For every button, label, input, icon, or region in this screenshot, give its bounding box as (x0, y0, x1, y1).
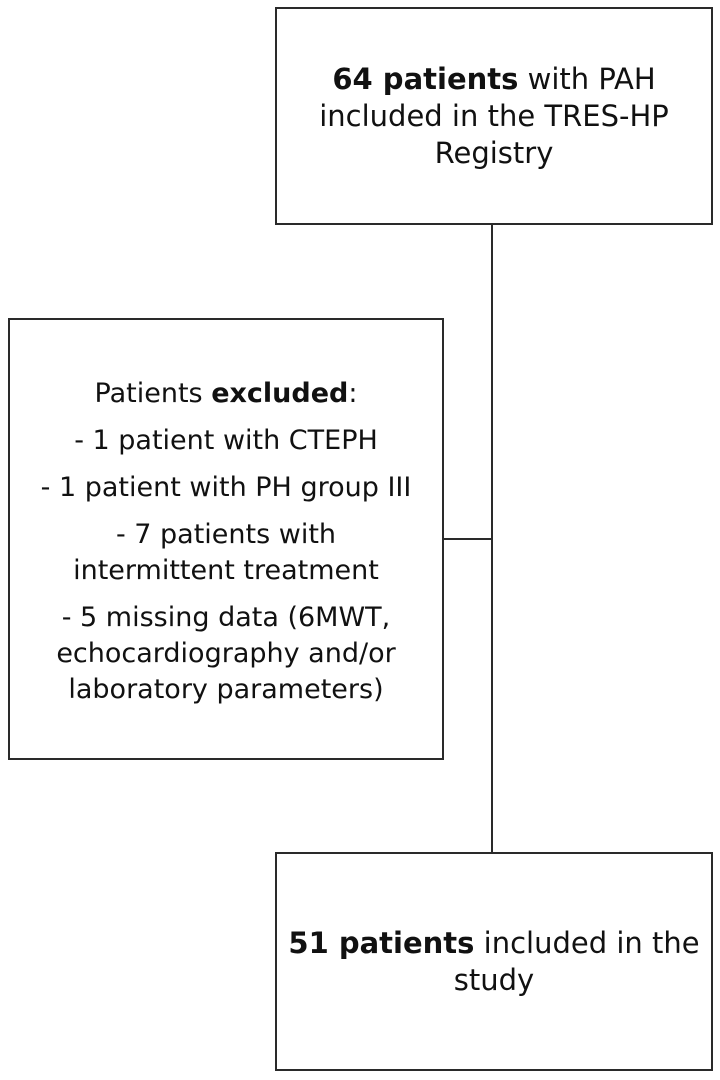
excluded-title-prefix: Patients (94, 378, 212, 409)
vertical-connector-line (491, 225, 493, 852)
excluded-patients-box: Patients excluded: - 1 patient with CTEP… (8, 318, 444, 760)
exclusion-item-line: intermittent treatment (73, 555, 379, 586)
exclusion-item-cteph: - 1 patient with CTEPH (74, 423, 378, 459)
exclusion-item-line: - 7 patients with (115, 519, 337, 550)
exclusion-item-missing-data: - 5 missing data (6MWT, echocardiography… (56, 600, 395, 708)
enrolled-count: 64 patients (332, 61, 519, 96)
enrolled-patients-box: 64 patients with PAH included in the TRE… (275, 7, 713, 225)
exclusion-item-line: laboratory parameters) (68, 674, 384, 705)
excluded-title-suffix: : (348, 378, 358, 409)
exclusion-item-line: - 1 patient with CTEPH (74, 425, 378, 456)
exclusion-item-intermittent-treatment: - 7 patients with intermittent treatment (73, 517, 379, 589)
excluded-title-bold: excluded (211, 378, 349, 409)
enrolled-line-3: Registry (434, 135, 554, 170)
enrolled-line-1: 64 patients with PAH (332, 61, 655, 98)
included-line-1-text: included in the (474, 925, 700, 960)
enrolled-line-1-text: with PAH (518, 61, 656, 96)
exclusion-item-line: - 1 patient with PH group III (40, 472, 412, 503)
exclusion-branch-line (444, 538, 492, 540)
included-line-1: 51 patients included in the (288, 925, 699, 962)
included-line-2: study (453, 962, 535, 997)
exclusion-item-line: - 5 missing data (6MWT, (61, 602, 391, 633)
exclusion-item-ph-group-iii: - 1 patient with PH group III (41, 470, 412, 506)
included-count: 51 patients (288, 925, 475, 960)
included-patients-box: 51 patients included in the study (275, 852, 713, 1071)
enrolled-line-2: included in the TRES-HP (319, 98, 669, 133)
excluded-title: Patients excluded: (95, 376, 358, 412)
exclusion-item-line: echocardiography and/or (56, 638, 396, 669)
